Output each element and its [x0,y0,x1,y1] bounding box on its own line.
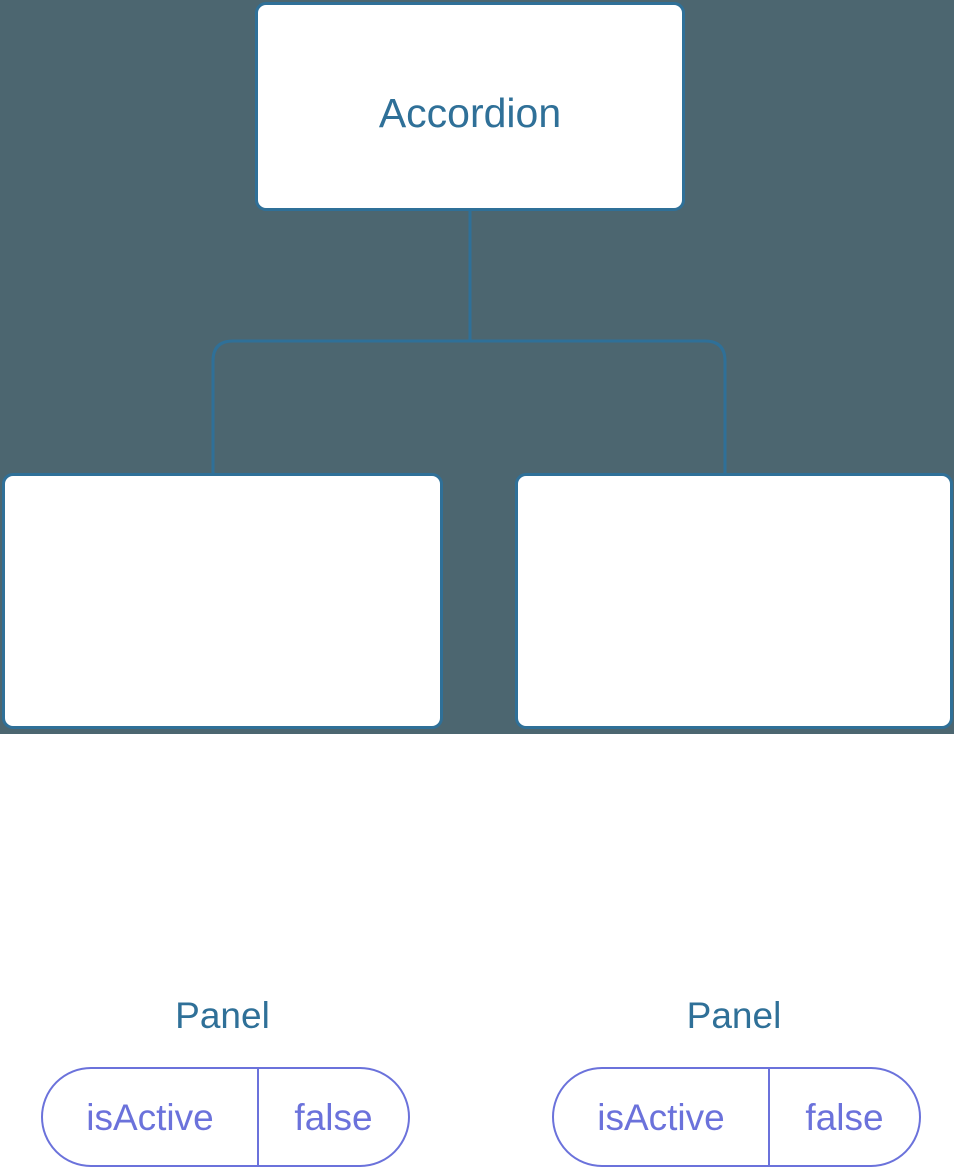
prop-value-0: false [257,1069,408,1165]
connector-branch-right [470,339,727,474]
node-panel-0-label: Panel [175,995,270,1036]
node-panel-0[interactable]: Panel isActive false [2,473,443,1167]
prop-key-0: isActive [86,1096,214,1138]
prop-value-1: false [768,1069,919,1165]
node-accordion-label: Accordion [378,90,562,136]
node-panel-1[interactable]: Panel isActive false [515,473,953,1167]
prop-key-1: isActive [597,1096,725,1138]
connector-branch-left [211,339,470,474]
prop-pill-isactive-0[interactable]: isActive false [41,1067,410,1167]
node-panel-1-label: Panel [686,995,782,1036]
node-accordion[interactable]: Accordion [255,2,685,211]
prop-pill-isactive-1[interactable]: isActive false [552,1067,921,1167]
